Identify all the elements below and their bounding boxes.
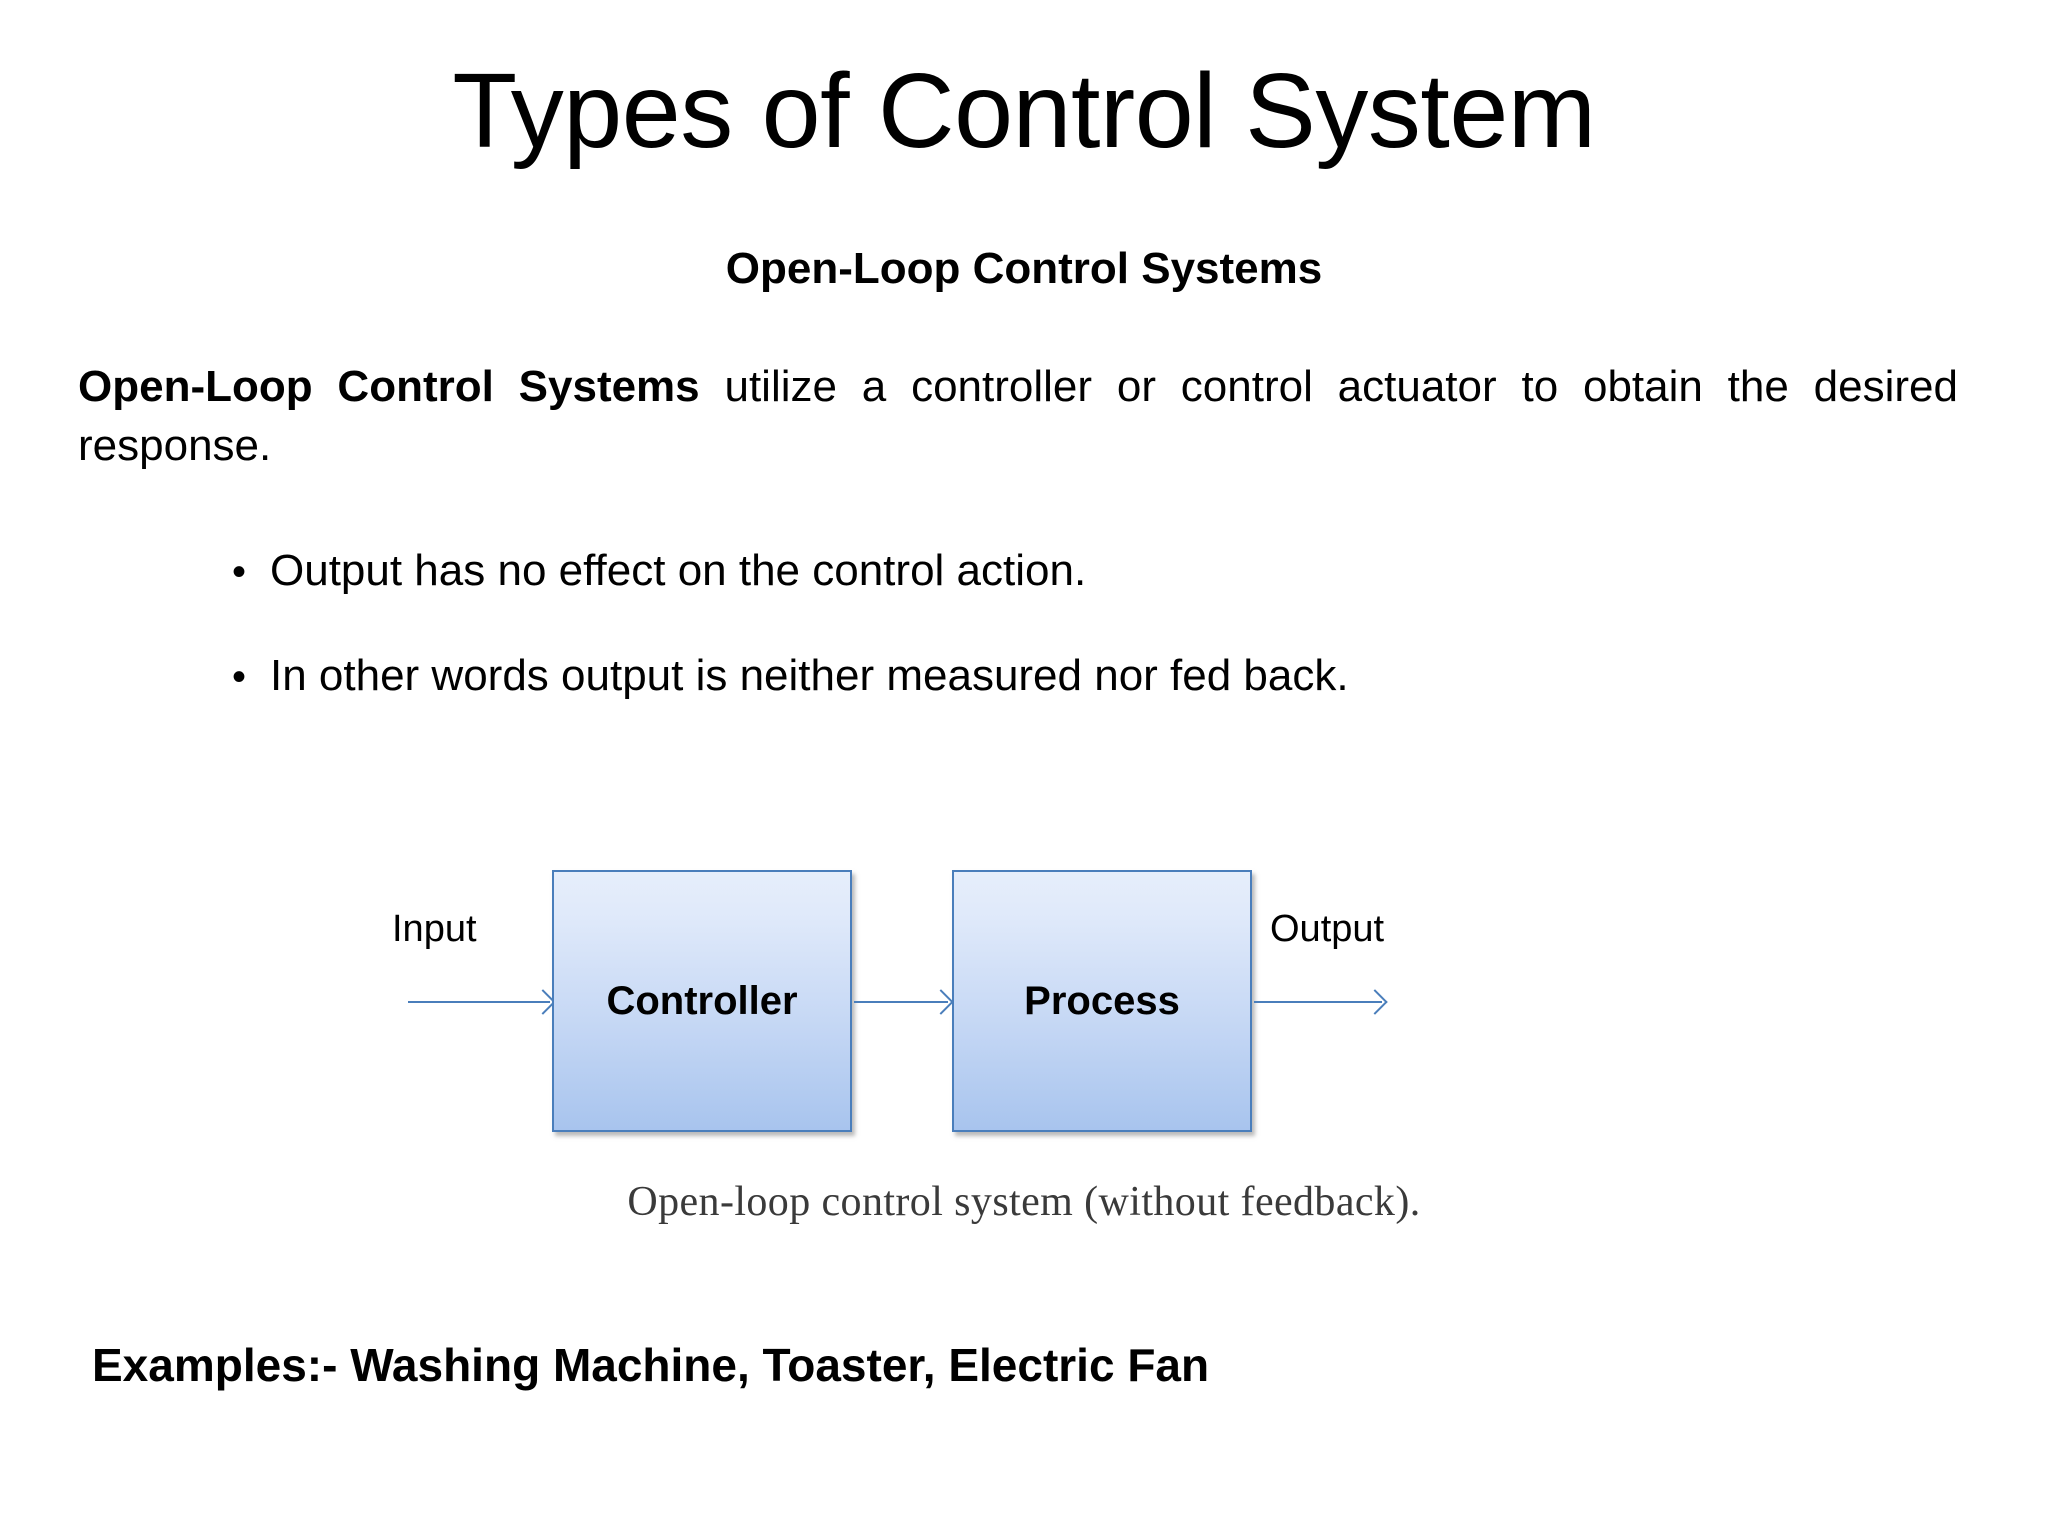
page-title: Types of Control System — [452, 52, 1596, 170]
diagram-caption: Open-loop control system (without feedba… — [627, 1179, 1421, 1225]
controller-to-process-arrow-icon — [854, 1001, 948, 1003]
intro-paragraph-lead: Open-Loop Control Systems — [78, 362, 700, 411]
list-item-label: In other words output is neither measure… — [270, 650, 1349, 700]
list-item-label: Output has no effect on the control acti… — [270, 546, 1087, 595]
open-loop-block-diagram: Input Output Controller Process — [392, 860, 1580, 1160]
slide-subtitle: Open-Loop Control Systems — [725, 244, 1323, 293]
list-item: • Output has no effect on the control ac… — [232, 545, 1932, 598]
bullet-dot-icon: • — [232, 550, 247, 594]
body-text-block: Open-Loop Control Systems utilize a cont… — [78, 358, 1958, 534]
diagram-block-process-label: Process — [1024, 978, 1180, 1023]
diagram-output-label: Output — [1270, 908, 1385, 950]
output-arrow-icon — [1254, 1001, 1382, 1003]
list-item: • In other words output is neither measu… — [232, 650, 1932, 703]
diagram-block-process: Process — [952, 870, 1252, 1132]
diagram-input-label: Input — [392, 908, 477, 950]
bullet-list: • Output has no effect on the control ac… — [232, 545, 1932, 703]
bullet-dot-icon: • — [232, 654, 247, 699]
input-arrow-icon — [408, 1001, 550, 1003]
intro-paragraph-rest: utilize a controller or control actuator… — [78, 362, 1958, 470]
diagram-block-controller-label: Controller — [606, 978, 798, 1023]
intro-paragraph: Open-Loop Control Systems utilize a cont… — [78, 358, 1958, 534]
diagram-block-controller: Controller — [552, 870, 852, 1132]
examples-line: Examples:- Washing Machine, Toaster, Ele… — [92, 1339, 1210, 1391]
